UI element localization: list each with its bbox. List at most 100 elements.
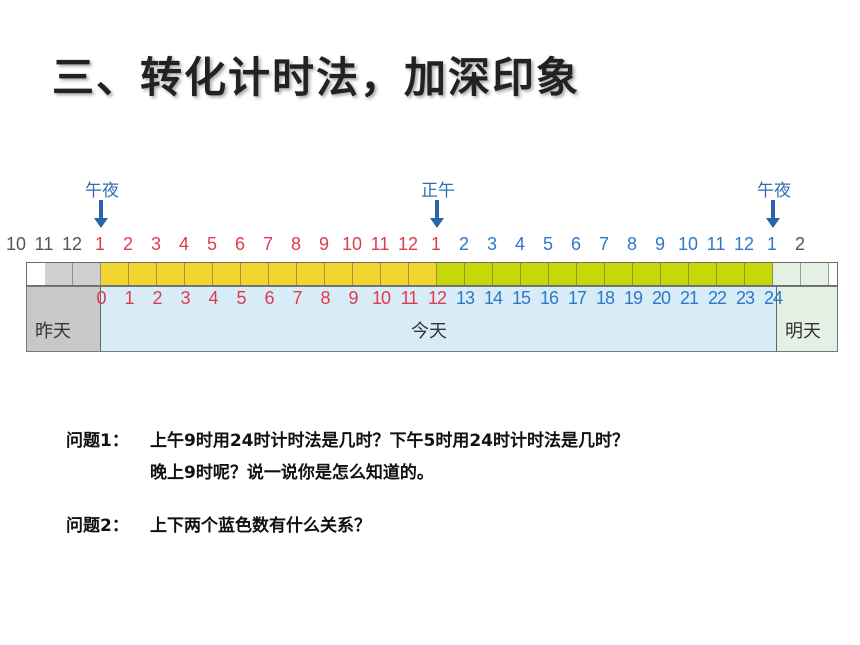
top-hour-number: 6: [234, 234, 245, 254]
hour-segment: [549, 263, 577, 285]
top-hour-number: 5: [542, 234, 553, 254]
question-1-line-1: 上午9时用24时计时法是几时？下午5时用24时计时法是几时？: [150, 431, 629, 451]
top-hour-number: 7: [262, 234, 273, 254]
hour-segment: [241, 263, 269, 285]
noon-marker: 正午: [408, 176, 468, 228]
question-1-label: 问题1：: [66, 431, 129, 451]
bottom-hour-number: 17: [567, 288, 587, 308]
hour-segment: [213, 263, 241, 285]
hour-segment: [157, 263, 185, 285]
hour-segment: [269, 263, 297, 285]
hour-segment: [801, 263, 829, 285]
hour-segment: [409, 263, 437, 285]
bottom-hour-number: 13: [455, 288, 475, 308]
hour-segment: [605, 263, 633, 285]
midnight-right-label: 午夜: [757, 181, 791, 201]
tomorrow-label: 明天: [785, 321, 821, 342]
bottom-hour-number: 18: [595, 288, 615, 308]
bottom-hour-number: 7: [292, 288, 302, 308]
bottom-hour-number: 2: [152, 288, 162, 308]
top-hour-number: 12: [397, 234, 419, 254]
arrowhead-icon: [766, 218, 780, 228]
top-hour-number: 12: [61, 234, 83, 254]
top-hour-number: 2: [794, 234, 805, 254]
question-2-text: 上下两个蓝色数有什么关系？: [150, 516, 371, 536]
top-hour-number: 9: [318, 234, 329, 254]
bottom-hour-number: 14: [483, 288, 503, 308]
top-hour-number: 2: [122, 234, 133, 254]
midnight-right-marker: 午夜: [744, 176, 804, 228]
hour-segment: [633, 263, 661, 285]
bottom-hour-number: 6: [264, 288, 274, 308]
yesterday-label: 昨天: [35, 321, 71, 342]
arrowhead-icon: [430, 218, 444, 228]
hour-segment: [465, 263, 493, 285]
down-arrow-icon: [771, 200, 775, 220]
bottom-hour-number: 24: [763, 288, 783, 308]
bottom-hour-number: 20: [651, 288, 671, 308]
midnight-left-marker: 午夜: [72, 176, 132, 228]
bottom-hour-number: 1: [124, 288, 134, 308]
top-hour-number: 5: [206, 234, 217, 254]
hour-segment: [45, 263, 73, 285]
hour-segment: [129, 263, 157, 285]
hour-segment: [717, 263, 745, 285]
arrowhead-icon: [94, 218, 108, 228]
page-title: 三、转化计时法，加深印象: [52, 53, 581, 102]
hour-segment: [689, 263, 717, 285]
top-hour-number: 7: [598, 234, 609, 254]
top-hour-number: 4: [178, 234, 189, 254]
bottom-hour-number: 10: [371, 288, 391, 308]
question-1-line-2: 晚上9时呢？说一说你是怎么知道的。: [150, 463, 434, 483]
hour-segment: [773, 263, 801, 285]
today-label: 今天: [411, 321, 447, 342]
down-arrow-icon: [99, 200, 103, 220]
top-hour-number: 1: [766, 234, 777, 254]
bottom-hour-number: 3: [180, 288, 190, 308]
top-hour-number: 9: [654, 234, 665, 254]
top-hour-number: 11: [706, 234, 726, 254]
top-hour-number: 3: [150, 234, 161, 254]
hour-segment: [73, 263, 101, 285]
top-hour-number: 10: [677, 234, 699, 254]
hour-segment: [437, 263, 465, 285]
hour-segment: [521, 263, 549, 285]
down-arrow-icon: [435, 200, 439, 220]
hour-segment: [353, 263, 381, 285]
bottom-hour-number: 0: [96, 288, 106, 308]
top-hour-number: 3: [486, 234, 497, 254]
top-hour-number: 1: [94, 234, 105, 254]
hour-segment: [325, 263, 353, 285]
top-hour-number: 2: [458, 234, 469, 254]
hour-segment: [493, 263, 521, 285]
top-hour-number: 4: [514, 234, 525, 254]
top-hour-number: 11: [370, 234, 390, 254]
top-hour-number: 11: [34, 234, 54, 254]
bottom-hour-number: 8: [320, 288, 330, 308]
today-zone: 今天: [100, 287, 777, 351]
hour-bar: [26, 262, 838, 286]
yesterday-zone: 昨天: [27, 287, 100, 351]
hour-segment: [381, 263, 409, 285]
noon-label: 正午: [421, 181, 455, 201]
top-hour-number: 10: [5, 234, 27, 254]
top-hour-number: 6: [570, 234, 581, 254]
bottom-hour-number: 11: [400, 288, 419, 308]
bottom-hour-number: 15: [511, 288, 531, 308]
bottom-hour-number: 4: [208, 288, 218, 308]
top-hour-number: 10: [341, 234, 363, 254]
top-hour-number: 12: [733, 234, 755, 254]
bottom-hour-number: 22: [707, 288, 727, 308]
hour-segment: [185, 263, 213, 285]
hour-segment: [101, 263, 129, 285]
top-hour-number: 8: [626, 234, 637, 254]
bottom-hour-number: 19: [623, 288, 643, 308]
hour-segment: [577, 263, 605, 285]
bottom-hour-number: 9: [348, 288, 358, 308]
tomorrow-zone: 明天: [777, 287, 837, 351]
question-2-label: 问题2：: [66, 516, 129, 536]
hour-segment: [661, 263, 689, 285]
